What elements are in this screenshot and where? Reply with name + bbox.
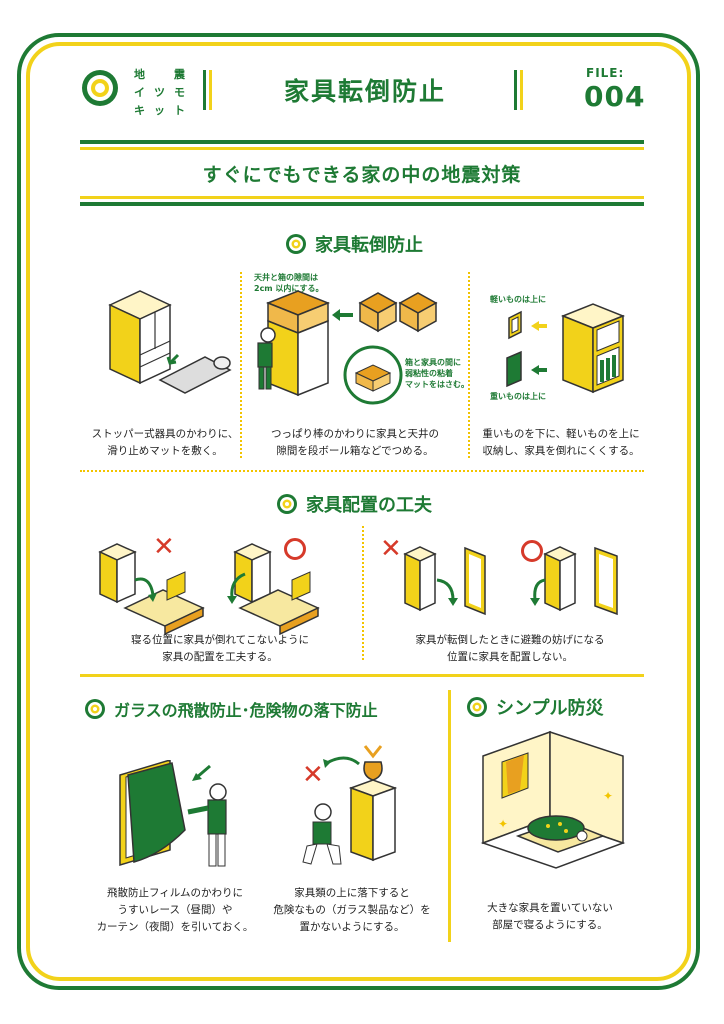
door-layout-illustration <box>403 546 618 616</box>
divider <box>448 690 451 942</box>
section-title-text: シンプル防災 <box>496 698 604 719</box>
logo-char: ト <box>174 104 185 117</box>
section-title-fall: 家具転倒防止 <box>285 231 423 257</box>
ng-mark: ✕ <box>302 760 324 790</box>
logo-char: キ <box>134 104 145 117</box>
header-bar <box>520 70 523 110</box>
header-bar <box>203 70 206 110</box>
logo-char: ッ <box>154 104 165 117</box>
dotted-divider <box>240 272 242 458</box>
divider <box>80 196 644 199</box>
divider <box>80 202 644 206</box>
section-title-text: 家具配置の工夫 <box>306 495 432 516</box>
header-bar <box>514 70 517 110</box>
label-heavy: 重いものは上に <box>490 392 546 401</box>
boxes-cabinet-illustration <box>257 290 438 405</box>
logo-char: ツ <box>154 86 165 99</box>
note-side: 箱と家具の間に 弱粘性の粘着 マットをはさむ。 <box>405 358 469 389</box>
dotted-divider <box>468 272 470 458</box>
logo-char: 地 <box>134 68 145 81</box>
dotted-divider <box>80 470 644 472</box>
target-icon <box>467 697 487 717</box>
ng-mark: ✕ <box>380 534 402 564</box>
divider <box>80 140 644 144</box>
target-icon <box>277 494 297 514</box>
cabinet-mat-illustration <box>108 290 232 394</box>
inner-frame <box>26 42 691 981</box>
section-title-text: ガラスの飛散防止･危険物の落下防止 <box>114 701 378 720</box>
curtain-illustration <box>119 760 227 867</box>
target-logo-icon <box>82 70 118 106</box>
ok-mark <box>284 538 306 560</box>
ok-mark <box>521 540 543 562</box>
target-icon <box>286 234 306 254</box>
simple-room-illustration: ✦ ✦ <box>480 730 626 869</box>
svg-text:✦: ✦ <box>603 789 613 803</box>
outer-frame <box>17 33 700 990</box>
svg-text:✦: ✦ <box>498 817 508 831</box>
caption: 重いものを下に、軽いものを上に 収納し、家具を倒れにくくする。 <box>482 428 640 457</box>
bed-layout-illustration <box>98 543 320 635</box>
header-bar <box>209 70 212 110</box>
logo-text: 地 震 イ ツ モ キ ッ ト <box>134 66 196 118</box>
section-title-text: 家具転倒防止 <box>315 235 423 256</box>
note-top: 天井と箱の隙間は 2cm 以内にする。 <box>254 273 324 293</box>
caption: 家具が転倒したときに避難の妨げになる 位置に家具を配置しない。 <box>415 634 605 663</box>
caption: 寝る位置に家具が倒れてこないように 家具の配置を工夫する。 <box>131 634 309 663</box>
section-title-glass: ガラスの飛散防止･危険物の落下防止 <box>84 697 378 721</box>
logo-char: イ <box>134 86 145 99</box>
subtitle: すぐにでもできる家の中の地震対策 <box>202 164 522 186</box>
section-title-simple: シンプル防災 <box>466 694 603 720</box>
caption: 大きな家具を置いていない 部屋で寝るようにする。 <box>487 902 613 931</box>
divider <box>80 147 644 150</box>
section-title-layout: 家具配置の工夫 <box>276 491 432 517</box>
logo-char: 震 <box>174 68 185 81</box>
caption: つっぱり棒のかわりに家具と天井の 隙間を段ボール箱などでつめる。 <box>271 428 439 457</box>
label-light: 軽いものは上に <box>490 295 546 304</box>
caption: 飛散防止フィルムのかわりに うすいレース（昼間）や カーテン（夜間）を引いておく… <box>96 887 254 933</box>
logo-char: モ <box>174 86 185 99</box>
file-label: FILE: <box>586 66 625 80</box>
target-icon <box>85 699 105 719</box>
page-title: 家具転倒防止 <box>283 77 446 106</box>
divider <box>80 674 644 677</box>
dotted-divider <box>362 526 364 660</box>
caption: 家具類の上に落下すると 危険なもの（ガラス製品など）を 置かないようにする。 <box>273 887 431 933</box>
file-number: 004 <box>584 80 646 113</box>
caption: ストッパー式器具のかわりに、 滑り止めマットを敷く。 <box>91 428 239 457</box>
shelf-illustration <box>506 303 626 394</box>
ng-mark: ✕ <box>153 532 175 562</box>
vase-cabinet-illustration <box>302 745 398 865</box>
